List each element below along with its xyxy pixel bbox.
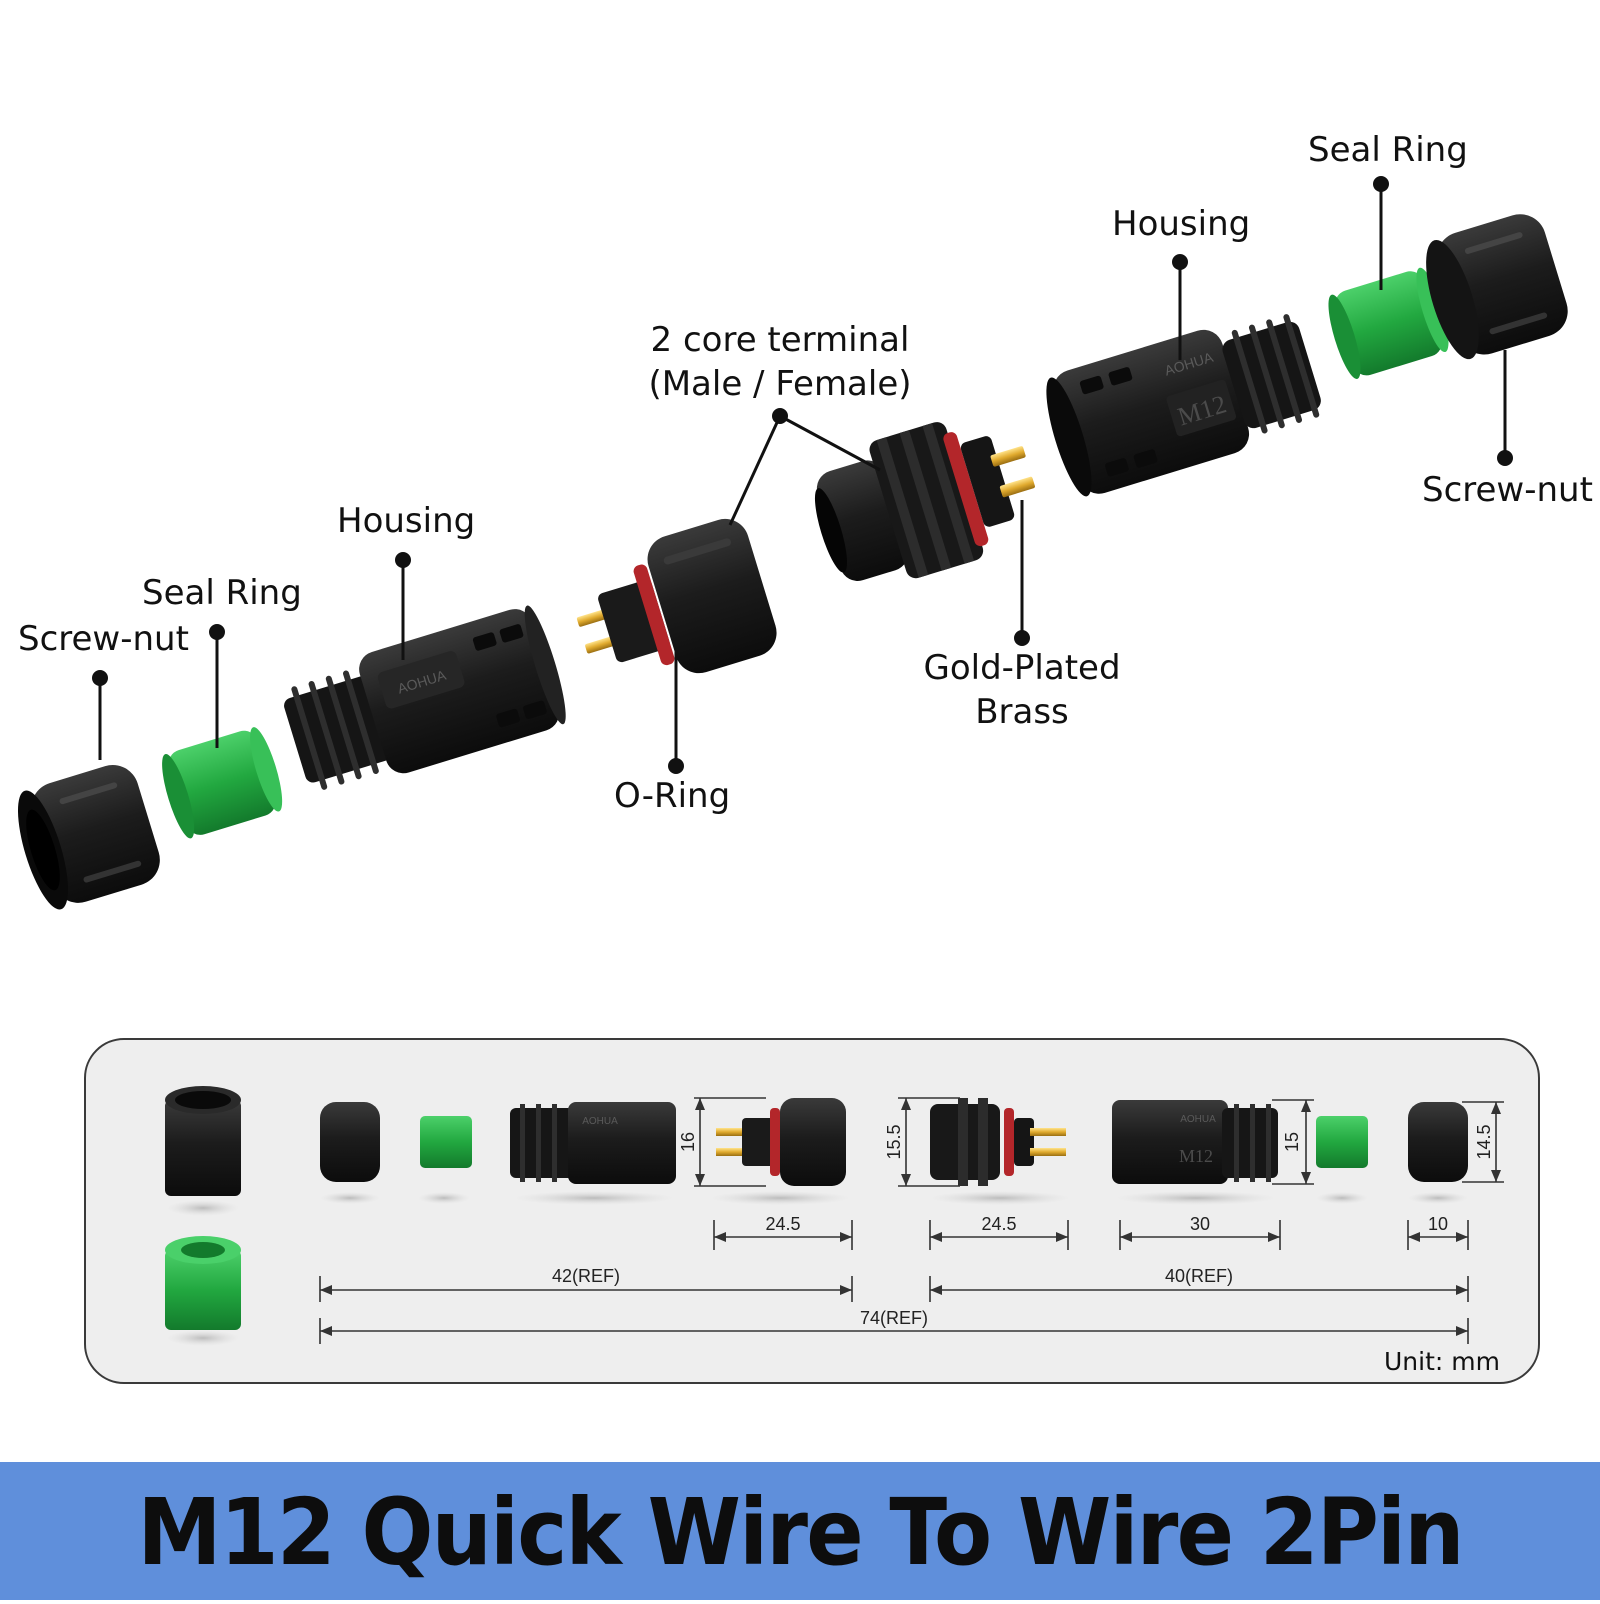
part-shadows [167,1191,1468,1346]
dim-label-female-height: 15.5 [884,1124,904,1159]
label-screw-nut-left: Screw-nut [18,619,189,659]
dim-seal-ring-right [1316,1116,1368,1168]
dim-label-nut-height: 14.5 [1474,1124,1494,1159]
dim-label-female-terminal-length: 24.5 [981,1214,1016,1234]
label-terminal-line1: 2 core terminal [650,320,910,360]
seal-ring-right [1328,267,1449,379]
dim-label-male-height: 16 [678,1132,698,1152]
female-terminal [814,422,1035,581]
dim-label-housing-height: 15 [1282,1132,1302,1152]
label-o-ring: O-Ring [614,776,731,816]
label-screw-nut-right: Screw-nut [1422,470,1593,510]
title-banner [0,1462,1600,1600]
seal-ring-left [162,727,283,839]
dim-seal-ring-left [420,1116,472,1168]
dim-male-terminal [716,1098,846,1186]
product-title: M12 Quick Wire To Wire 2Pin [137,1479,1464,1586]
dim-label-female-total: 40(REF) [1165,1266,1233,1286]
screw-nut-left [17,765,160,910]
unit-label: Unit: mm [1384,1347,1500,1376]
dim-female-terminal [930,1098,1066,1186]
label-gold-line2: Brass [975,692,1069,732]
dim-logo-left: AOHUA [582,1116,618,1127]
label-seal-ring-right: Seal Ring [1308,130,1468,170]
housing-right: AOHUA M12 [1046,314,1321,497]
leader-lines [98,184,1507,766]
dimension-panel [84,1038,1540,1384]
label-housing-left: Housing [337,501,476,541]
dim-model-mark: M12 [1179,1146,1213,1166]
green-seal-cylinder [165,1236,241,1330]
screw-nut-right [1426,214,1568,360]
dim-logo-right: AOHUA [1180,1114,1216,1125]
label-gold-line1: Gold-Plated [923,648,1121,688]
dim-label-housing-length: 30 [1190,1214,1210,1234]
dim-screw-nut-right [1408,1102,1468,1182]
dim-housing-right: AOHUA M12 [1112,1100,1278,1184]
male-terminal [576,518,777,674]
dim-label-nut-length: 10 [1428,1214,1448,1234]
label-housing-right: Housing [1112,204,1251,244]
label-terminal: 2 core terminal (Male / Female) [640,318,920,406]
dim-label-male-total: 42(REF) [552,1266,620,1286]
black-seal-cylinder [165,1086,241,1196]
label-terminal-line2: (Male / Female) [648,364,912,404]
label-gold-plated-brass: Gold-Plated Brass [922,646,1122,734]
dim-housing-left: AOHUA [510,1102,676,1184]
dimension-arrows [320,1098,1501,1336]
label-seal-ring-left: Seal Ring [142,573,302,613]
housing-left: AOHUA [284,605,566,790]
dim-label-male-terminal-length: 24.5 [765,1214,800,1234]
dim-label-overall-total: 74(REF) [860,1308,928,1328]
leader-dots [92,176,1513,774]
dim-screw-nut-left [320,1102,380,1182]
dimension-lines [319,1097,1504,1344]
